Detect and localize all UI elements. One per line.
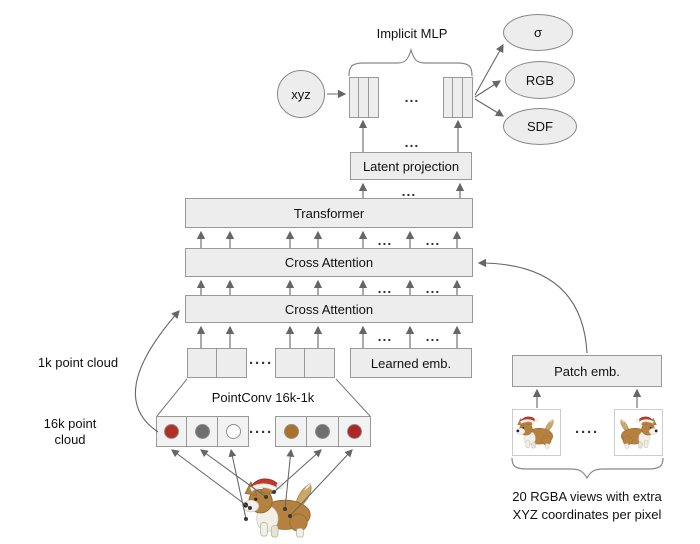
cross-attention-lower-label: Cross Attention [284,301,374,317]
point-token-pair-2 [275,348,335,378]
mlp-stripe [349,77,359,118]
patch-emb-skip-curve [477,258,588,354]
mlp-stripe [463,77,473,118]
point-sample-dot [194,424,210,439]
point-cloud-skip-curve [134,310,180,433]
implicit-mlp-brace [348,47,473,77]
mlp-layer-block-2 [443,77,473,118]
point-sampling-arrows [171,448,353,520]
ellipsis-row1-a: ... [377,232,393,248]
ellipsis-row2-b: ... [425,280,441,296]
sampled-point-markers [244,490,292,521]
pointconv-label: PointConv 16k-1k [211,390,315,405]
ellipsis-token-pairs: ···· [249,355,273,372]
learned-emb-label: Learned emb. [370,355,452,371]
ellipsis-latent-inputs: ... [401,183,417,199]
point-sample-dot [347,424,362,439]
patch-emb-box: Patch emb. [512,355,662,387]
sigma-label: σ [533,25,543,40]
learned-emb-box: Learned emb. [350,348,472,378]
corgi-point-cloud-render [242,478,312,538]
ellipsis-row1-b: ... [425,232,441,248]
point-sample-dot [315,424,330,439]
xyz-label: xyz [291,86,311,102]
rgb-output-node: RGB [505,61,575,99]
implicit-mlp-title: Implicit MLP [376,26,448,41]
ellipsis-mlp-inputs: ... [404,134,420,150]
ellipsis-row2-a: ... [377,280,393,296]
token-cell [187,348,217,378]
cross-attention-upper-label: Cross Attention [284,255,374,270]
patch-emb-label: Patch emb. [554,363,620,379]
latent-projection-box: Latent projection [350,152,472,180]
ellipsis-row3-b: ... [425,328,441,344]
rgb-label: RGB [525,72,555,88]
ellipsis-rgba-views: ···· [575,424,599,441]
mlp-stripe [359,77,369,118]
point-cloud-16k-label: 16k point cloud [25,416,115,448]
point-sample-dot [164,424,179,439]
point-sample-group-right [275,416,371,447]
token-cell [275,348,305,378]
cross-attention-upper-box: Cross Attention [185,248,473,277]
point-sample-group-left [156,416,249,447]
transformer-box: Transformer [185,198,473,228]
point-sample-cell [218,416,249,447]
point-cloud-16k-line2: cloud [54,432,86,447]
ellipsis-point-groups: ···· [249,424,273,441]
transformer-label: Transformer [293,205,365,221]
point-sample-cell [307,416,339,447]
rgba-views-caption-line2: XYZ coordinates per pixel [512,507,662,522]
sigma-output-node: σ [503,14,573,51]
point-sample-dot [283,424,299,439]
token-cell [305,348,335,378]
rgba-view-frame-2 [614,409,663,456]
point-sample-cell [275,416,307,447]
ellipsis-mlp-blocks: ... [404,89,420,105]
mlp-stripe [453,77,463,118]
cross-attention-lower-box: Cross Attention [185,295,473,323]
rgba-views-brace [511,457,664,480]
point-sample-dot [225,424,241,439]
rgba-views-caption-line1: 20 RGBA views with extra [512,489,662,504]
rgba-view-frame-1 [512,409,561,456]
mlp-stripe [443,77,453,118]
mlp-layer-block-1 [349,77,379,118]
point-sample-cell [187,416,218,447]
ellipsis-row3-a: ... [377,328,393,344]
sdf-output-node: SDF [503,108,577,145]
point-sample-cell [339,416,371,447]
point-cloud-16k-line1: 16k point [43,416,97,431]
latent-projection-label: Latent projection [362,158,460,174]
sdf-label: SDF [527,119,553,134]
rgba-views-caption: 20 RGBA views with extra XYZ coordinates… [487,488,687,524]
point-cloud-1k-label: 1k point cloud [37,355,119,370]
point-sample-cell [156,416,187,447]
point-token-pair-1 [187,348,247,378]
token-cell [217,348,247,378]
xyz-input-node: xyz [277,70,325,118]
mlp-stripe [369,77,379,118]
